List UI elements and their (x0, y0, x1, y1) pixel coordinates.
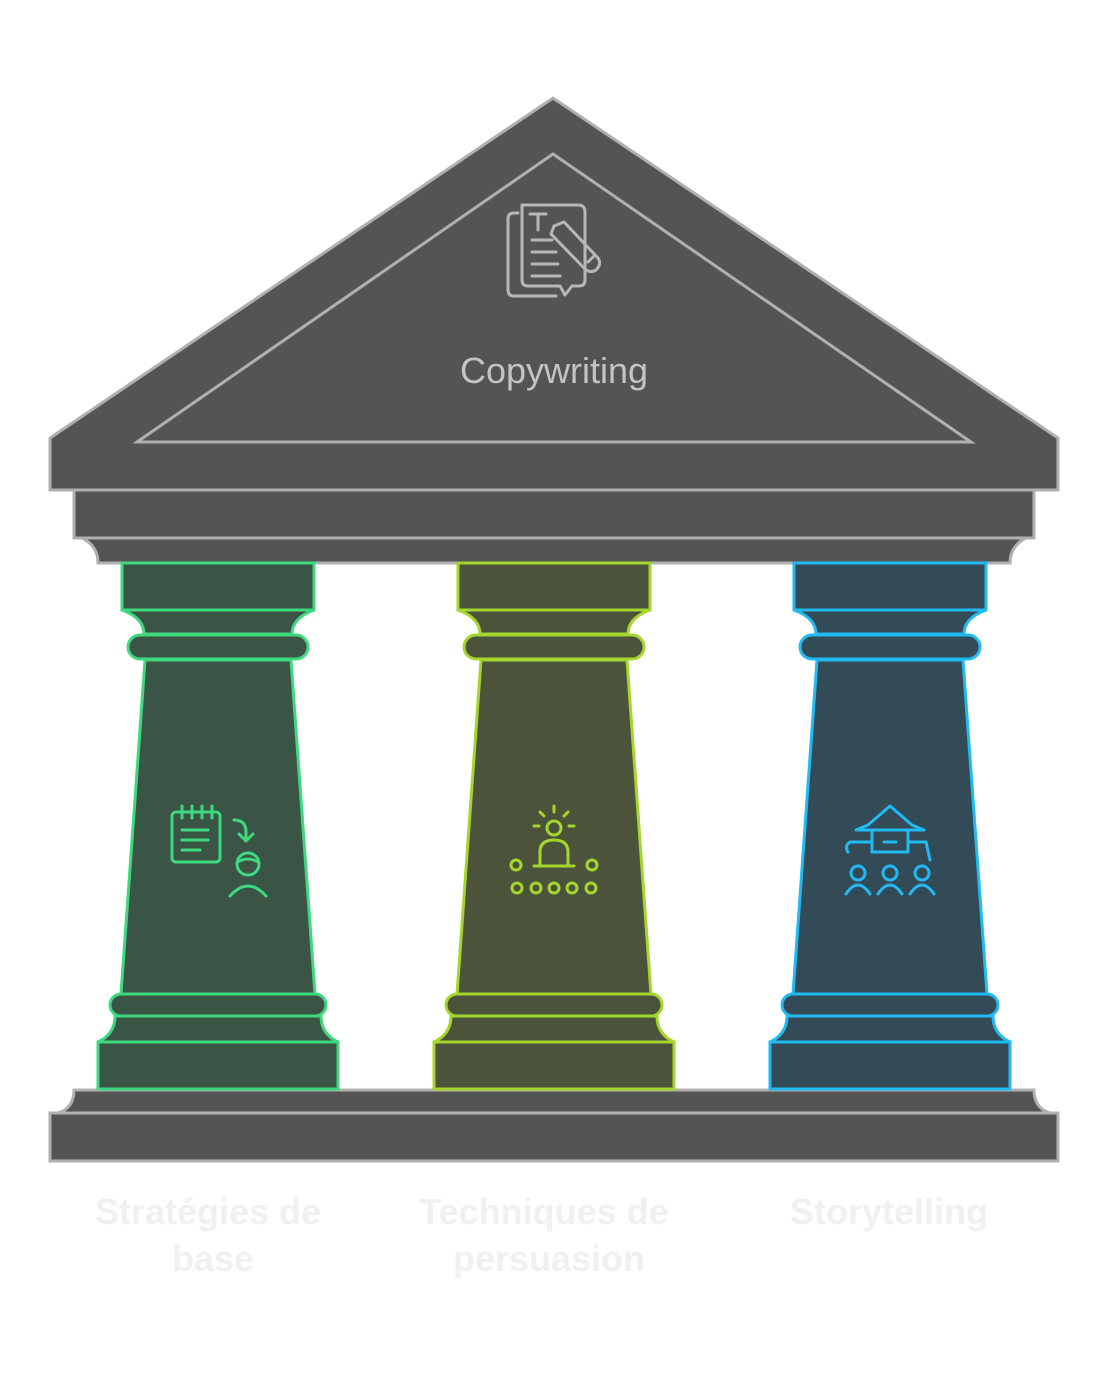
roof-pediment (48, 96, 1060, 492)
pillar-capital (792, 561, 988, 612)
base (48, 1088, 1060, 1163)
pillar-lower-ring (444, 992, 664, 1018)
pillar-upper-ring (126, 633, 310, 661)
pillar-techniques (432, 561, 676, 1091)
notepad-to-person-icon (170, 804, 268, 898)
pillar-capital (456, 561, 652, 612)
roof-architrave (81, 536, 1027, 565)
pillar-lower-ring (780, 992, 1000, 1018)
pillar-shaft (791, 658, 989, 996)
document-pencil-icon (506, 203, 602, 298)
pillar-shaft (119, 658, 317, 996)
pillar-upper-ring (798, 633, 982, 661)
pillar-strategies (96, 561, 340, 1091)
pillars (96, 561, 1012, 1091)
base-slab (48, 1111, 1060, 1163)
speaker-audience-icon (509, 804, 599, 895)
pillar-plinth (768, 1040, 1012, 1091)
storyteller-group-icon (844, 804, 936, 896)
pillar-label-line: Stratégies de (95, 1191, 321, 1232)
pillar-label-techniques: Techniques de persuasion (419, 1191, 678, 1279)
pillar-label-line: base (172, 1238, 254, 1279)
pillar-capital-neck (793, 608, 987, 636)
roof-beam (72, 488, 1036, 540)
pillar-label-line: Techniques de (419, 1191, 668, 1232)
pillar-label-strategies: Stratégies de base (95, 1191, 331, 1279)
pillar-plinth (432, 1040, 676, 1091)
roof-inner-outline (132, 152, 976, 444)
base-plinth (57, 1088, 1051, 1115)
pillar-lower-ring (108, 992, 328, 1018)
pillar-plinth (96, 1040, 340, 1091)
pillar-lower-neck (97, 1014, 339, 1044)
pillar-label-storytelling: Storytelling (790, 1191, 988, 1232)
pillar-lower-neck (433, 1014, 675, 1044)
pillar-capital (120, 561, 316, 612)
diagram-title: Copywriting (460, 350, 648, 391)
pillar-capital-neck (121, 608, 315, 636)
pillar-shaft (455, 658, 653, 996)
pillar-upper-ring (462, 633, 646, 661)
pillar-label-line: Storytelling (790, 1191, 988, 1232)
pillar-storytelling (768, 561, 1012, 1091)
roof: Copywriting (48, 96, 1060, 565)
pillar-label-line: persuasion (453, 1238, 645, 1279)
pillar-capital-neck (457, 608, 651, 636)
pillar-lower-neck (769, 1014, 1011, 1044)
